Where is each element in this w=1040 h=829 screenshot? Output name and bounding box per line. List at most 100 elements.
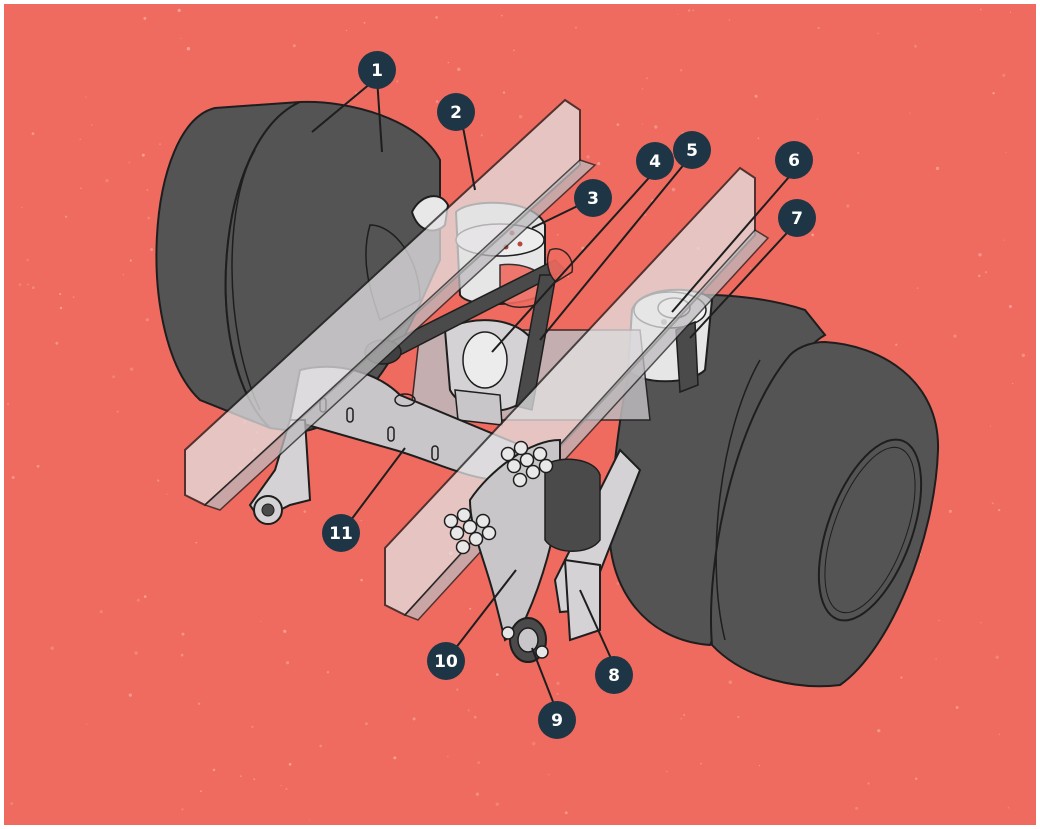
speck [817,118,819,120]
speck [846,204,849,207]
speck [134,651,137,654]
speck [198,703,200,705]
bolt-icon [502,448,515,461]
speck [935,658,936,659]
speck [289,763,292,766]
speck [680,718,682,720]
speck [187,47,190,50]
speck [587,155,590,158]
speck [86,724,87,725]
speck [285,788,287,790]
speck [949,510,952,513]
bolt-icon [518,242,523,247]
speck [737,716,739,718]
speck [817,27,819,29]
speck [157,479,159,481]
speck [811,234,814,237]
speck [990,426,991,427]
callout-label: 1 [371,61,383,81]
callout-8: 8 [595,656,633,694]
speck [150,248,153,251]
speck [481,134,483,136]
speck [857,152,859,154]
speck [1009,305,1012,308]
speck [642,123,643,124]
callout-11: 11 [322,514,360,552]
speck [1005,152,1006,153]
leader-line-2 [462,122,475,190]
callout-label: 2 [450,103,462,123]
right-air-bag-lower [545,459,600,551]
callout-label: 3 [587,189,599,209]
speck [144,595,147,598]
speck [688,9,690,11]
bolt-icon [445,515,458,528]
speck [166,494,167,495]
speck [159,143,161,145]
speck [393,756,396,759]
speck [978,253,981,256]
speck [180,38,181,39]
speck [143,17,146,20]
speck [309,819,310,820]
callout-10: 10 [427,642,465,680]
speck [468,709,470,711]
speck [32,286,35,289]
speck [980,9,982,11]
speck [998,509,1000,511]
speck [181,654,184,657]
bolt-icon [540,460,553,473]
speck [1012,383,1013,384]
speck [130,259,132,261]
speck [729,19,731,21]
speck [281,785,282,786]
speck [253,778,255,780]
speck [936,167,939,170]
speck [457,68,461,72]
speck [448,62,449,63]
speck [360,579,363,582]
speck [130,368,133,371]
speck [11,802,14,805]
speck [548,774,549,775]
speck [200,790,202,792]
differential-nose [455,390,502,425]
speck [469,608,471,610]
speck [178,9,181,12]
bolt-icon [515,442,528,455]
speck [1008,807,1010,809]
speck [476,793,479,796]
speck [146,318,149,321]
speck [917,287,919,289]
speck [692,10,694,12]
speck [327,671,329,673]
speck [597,162,600,165]
speck [642,88,643,89]
speck [938,620,940,622]
callout-2: 2 [437,93,475,131]
speck [759,765,760,766]
speck [1022,354,1025,357]
speck [644,214,646,216]
speck [55,342,58,345]
speck [147,217,150,220]
speck [85,96,87,98]
speck [617,123,620,126]
speck [532,742,536,746]
speck [129,694,132,697]
speck [293,44,296,47]
speck [19,283,22,286]
speck [73,296,75,298]
speck [413,717,416,720]
speck [447,756,449,758]
leader-line-11 [345,448,405,528]
speck [137,599,140,602]
speck [1003,240,1004,241]
speck [361,520,362,521]
speck [364,22,366,24]
speck [213,769,216,772]
speck [513,49,515,51]
speck [123,274,124,275]
bolt-icon [508,460,521,473]
bolt-icon [514,474,527,487]
